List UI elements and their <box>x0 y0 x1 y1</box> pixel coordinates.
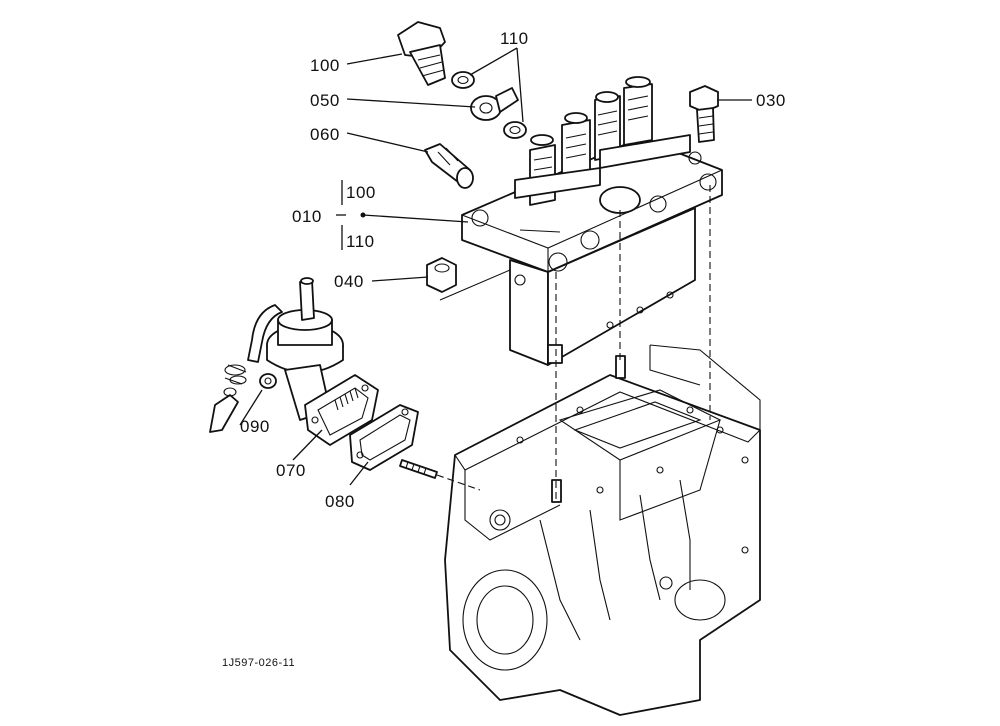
callout-100: 100 <box>310 56 340 75</box>
washer-110-lower <box>503 121 527 139</box>
bolt-030 <box>689 85 719 143</box>
gear-case-housing <box>444 344 761 716</box>
callout-010-sub-100: 100 <box>346 183 376 202</box>
connector-060 <box>424 143 474 189</box>
callout-110: 110 <box>500 29 529 48</box>
callout-040: 040 <box>334 272 364 291</box>
gasket-080 <box>349 404 419 471</box>
banjo-bolt-100 <box>397 21 446 86</box>
callout-060: 060 <box>310 125 340 144</box>
callout-090: 090 <box>240 417 270 436</box>
callout-010: 010 <box>292 207 322 226</box>
fuel-feed-pump <box>209 277 344 433</box>
callout-080: 080 <box>325 492 355 511</box>
callout-labels: 100 110 050 030 060 010 100 110 040 090 … <box>222 29 786 669</box>
washer-110-upper <box>451 71 475 89</box>
delivery-valve-holders <box>514 76 691 206</box>
gasket-070 <box>304 374 379 446</box>
figure-code: 1J597-026-11 <box>222 657 295 669</box>
callout-070: 070 <box>276 461 306 480</box>
nut-040 <box>426 257 457 293</box>
callout-050: 050 <box>310 91 340 110</box>
callout-010-sub-110: 110 <box>346 232 375 251</box>
seal-090 <box>259 373 277 389</box>
leader-lines <box>239 47 752 486</box>
injection-pump-assembly <box>461 76 723 500</box>
callout-030: 030 <box>756 91 786 110</box>
stud-bolt <box>399 459 481 491</box>
banjo-fitting-050 <box>470 87 519 121</box>
